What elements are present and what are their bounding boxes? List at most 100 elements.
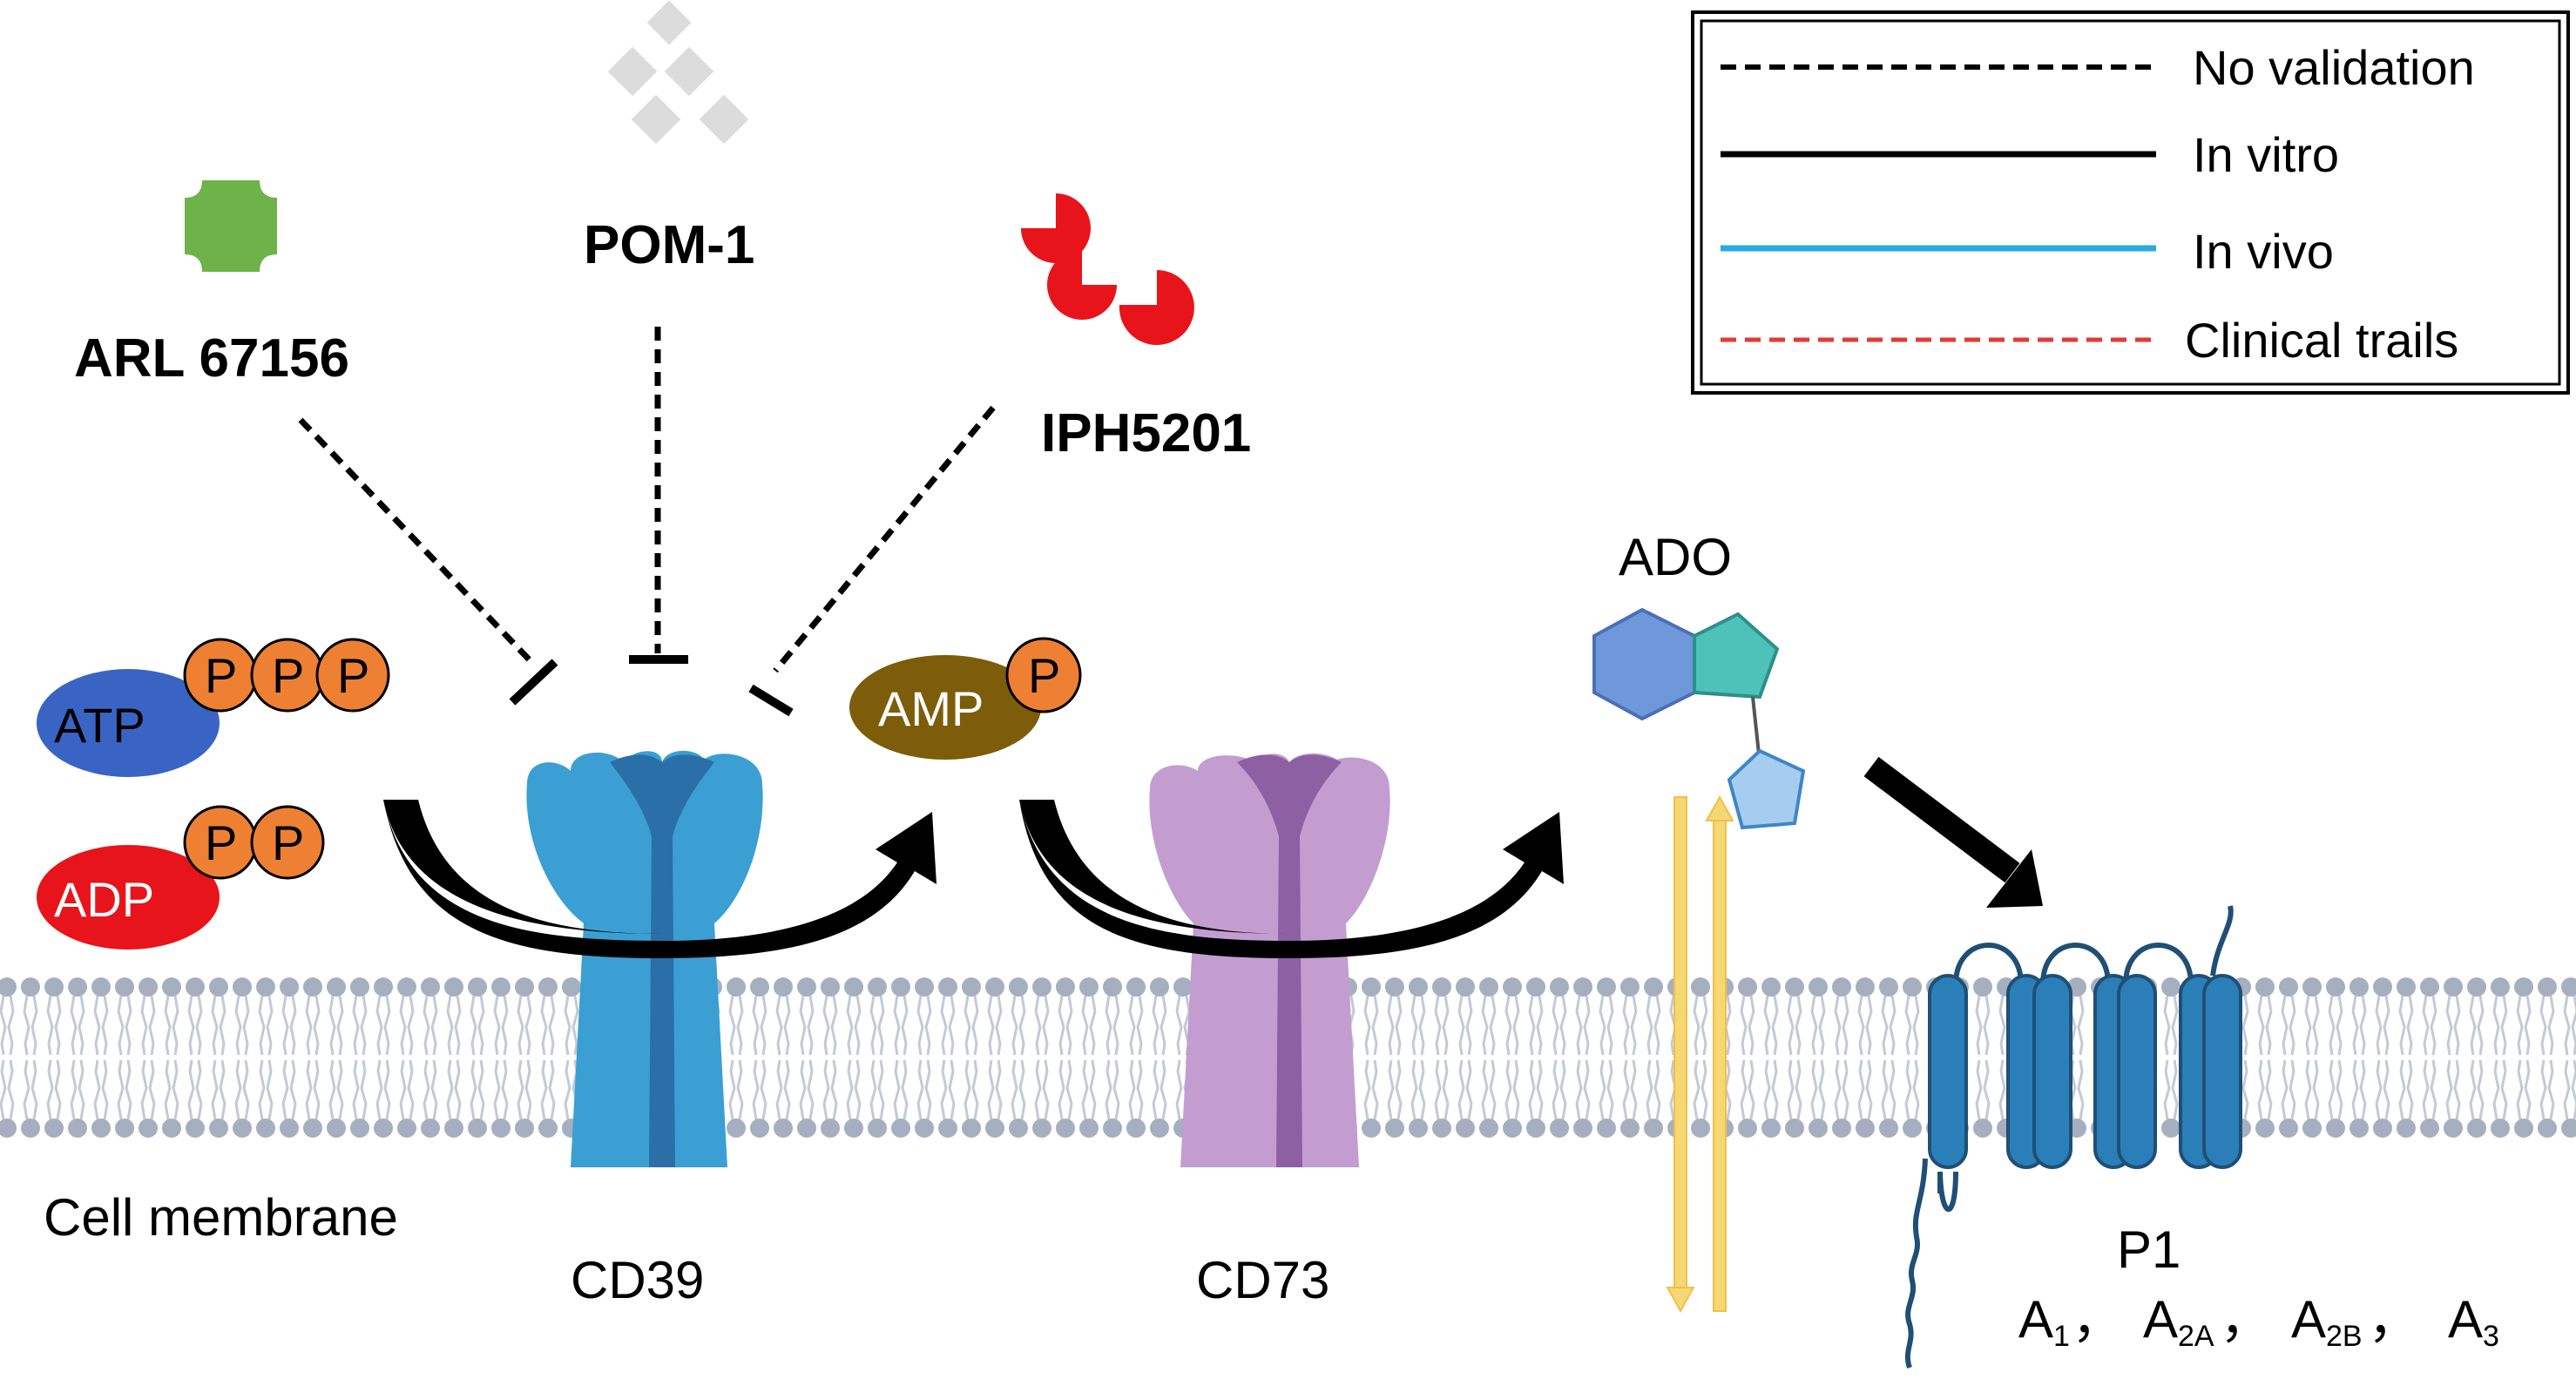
lipid-tail [1787, 1059, 1795, 1120]
cd73-label: CD73 [1196, 1251, 1329, 1309]
lipid-tail [305, 995, 313, 1056]
lipid-tail [281, 995, 289, 1056]
lipid-tail [2304, 1059, 2312, 1120]
receptor-a3-sub: 3 [2483, 1320, 2499, 1353]
lipid-head [2538, 977, 2557, 997]
lipid-tail [2336, 995, 2343, 1056]
lipid-tail [1834, 995, 1842, 1056]
lipid-head [2491, 1119, 2510, 1138]
lipid-tail [1818, 995, 1826, 1056]
lipid-tail [822, 1059, 830, 1120]
lipid-tail [963, 1059, 971, 1120]
lipid-tail [1434, 995, 1442, 1056]
lipid-head [2279, 977, 2298, 997]
adenosine-molecule [1592, 607, 1806, 830]
lipid-tail [148, 1059, 156, 1120]
lipid-tail [1512, 1059, 1520, 1120]
lipid-tail [2351, 995, 2359, 1056]
lipid-head [1832, 1119, 1851, 1138]
lipid-tail [289, 1059, 297, 1120]
lipid-tail [2571, 1059, 2576, 1120]
lipid-tail [148, 995, 156, 1056]
lipid-tail [1763, 995, 1771, 1056]
lipid-tail [1559, 1059, 1567, 1120]
lipid-head [750, 1119, 769, 1138]
lipid-head [962, 1119, 981, 1138]
lipid-tail [540, 1059, 548, 1120]
lipid-tail [1528, 1059, 1536, 1120]
lipid-tail [822, 995, 830, 1056]
lipid-tail [540, 995, 548, 1056]
lipid-tail [760, 995, 767, 1056]
lipid-head [962, 977, 981, 997]
lipid-tail [1575, 1059, 1583, 1120]
lipid-tail [2163, 1059, 2171, 1120]
lipid-tail [1481, 1059, 1489, 1120]
lipid-tail [2171, 1059, 2179, 1120]
lipid-head [727, 1119, 746, 1138]
lipid-head [2302, 977, 2322, 997]
lipid-head [2561, 1119, 2576, 1138]
lipid-tail [1136, 995, 1144, 1056]
cd39-conversion-arrow [383, 800, 936, 958]
lipid-head [2326, 977, 2345, 997]
lipid-tail [2265, 1059, 2273, 1120]
lipid-tail [1042, 1059, 1050, 1120]
lipid-tail [423, 995, 430, 1056]
lipid-head [2514, 1119, 2533, 1138]
lipid-tail [2500, 995, 2508, 1056]
lipid-head [538, 977, 558, 997]
lipid-tail [2375, 1059, 2383, 1120]
lipid-tail [1630, 995, 1638, 1056]
lipid-tail [2312, 995, 2320, 1056]
lipid-head [233, 1119, 252, 1138]
lipid-tail [477, 1059, 485, 1120]
lipid-tail [1842, 1059, 1849, 1120]
lipid-tail [877, 995, 885, 1056]
lipid-head [1526, 977, 1545, 997]
lipid-tail [2289, 1059, 2296, 1120]
lipid-tail [1857, 995, 1865, 1056]
lipid-head [891, 977, 910, 997]
lipid-tail [1575, 995, 1583, 1056]
lipid-tail [1810, 1059, 1818, 1120]
lipid-tail [2547, 1059, 2555, 1120]
lipid-tail [1763, 1059, 1771, 1120]
lipid-tail [1457, 1059, 1465, 1120]
lipid-head [1456, 1119, 1475, 1138]
lipid-tail [1395, 995, 1403, 1056]
lipid-tail [760, 1059, 767, 1120]
cd73-enzyme [1149, 753, 1390, 1167]
lipid-tail [1442, 995, 1450, 1056]
lipid-tail [493, 1059, 501, 1120]
lipid-head [280, 1119, 299, 1138]
lipid-tail [219, 995, 226, 1056]
lipid-tail [901, 1059, 909, 1120]
legend-label-in-vitro: In vitro [2193, 127, 2339, 182]
lipid-tail [1089, 995, 1097, 1056]
lipid-tail [1740, 995, 1748, 1056]
lipid-head [0, 977, 17, 997]
lipid-head [1173, 977, 1193, 997]
lipid-tail [2383, 1059, 2390, 1120]
lipid-tail [1387, 1059, 1395, 1120]
lipid-head [2561, 977, 2576, 997]
lipid-head [868, 1119, 887, 1138]
lipid-tail [807, 1059, 815, 1120]
lipid-tail [266, 1059, 274, 1120]
lipid-tail [2430, 995, 2437, 1056]
lipid-tail [940, 995, 948, 1056]
lipid-tail [70, 995, 78, 1056]
lipid-tail [869, 995, 877, 1056]
receptor-a3: A [2448, 1290, 2483, 1349]
lipid-tail [352, 1059, 360, 1120]
lipid-tail [93, 995, 101, 1056]
lipid-tail [1740, 1059, 1748, 1120]
lipid-tail [172, 995, 179, 1056]
lipid-tail [2359, 995, 2367, 1056]
lipid-head [2467, 1119, 2486, 1138]
lipid-tail [2500, 1059, 2508, 1120]
lipid-tail [305, 1059, 313, 1120]
lipid-tail [266, 995, 274, 1056]
lipid-tail [2516, 995, 2524, 1056]
